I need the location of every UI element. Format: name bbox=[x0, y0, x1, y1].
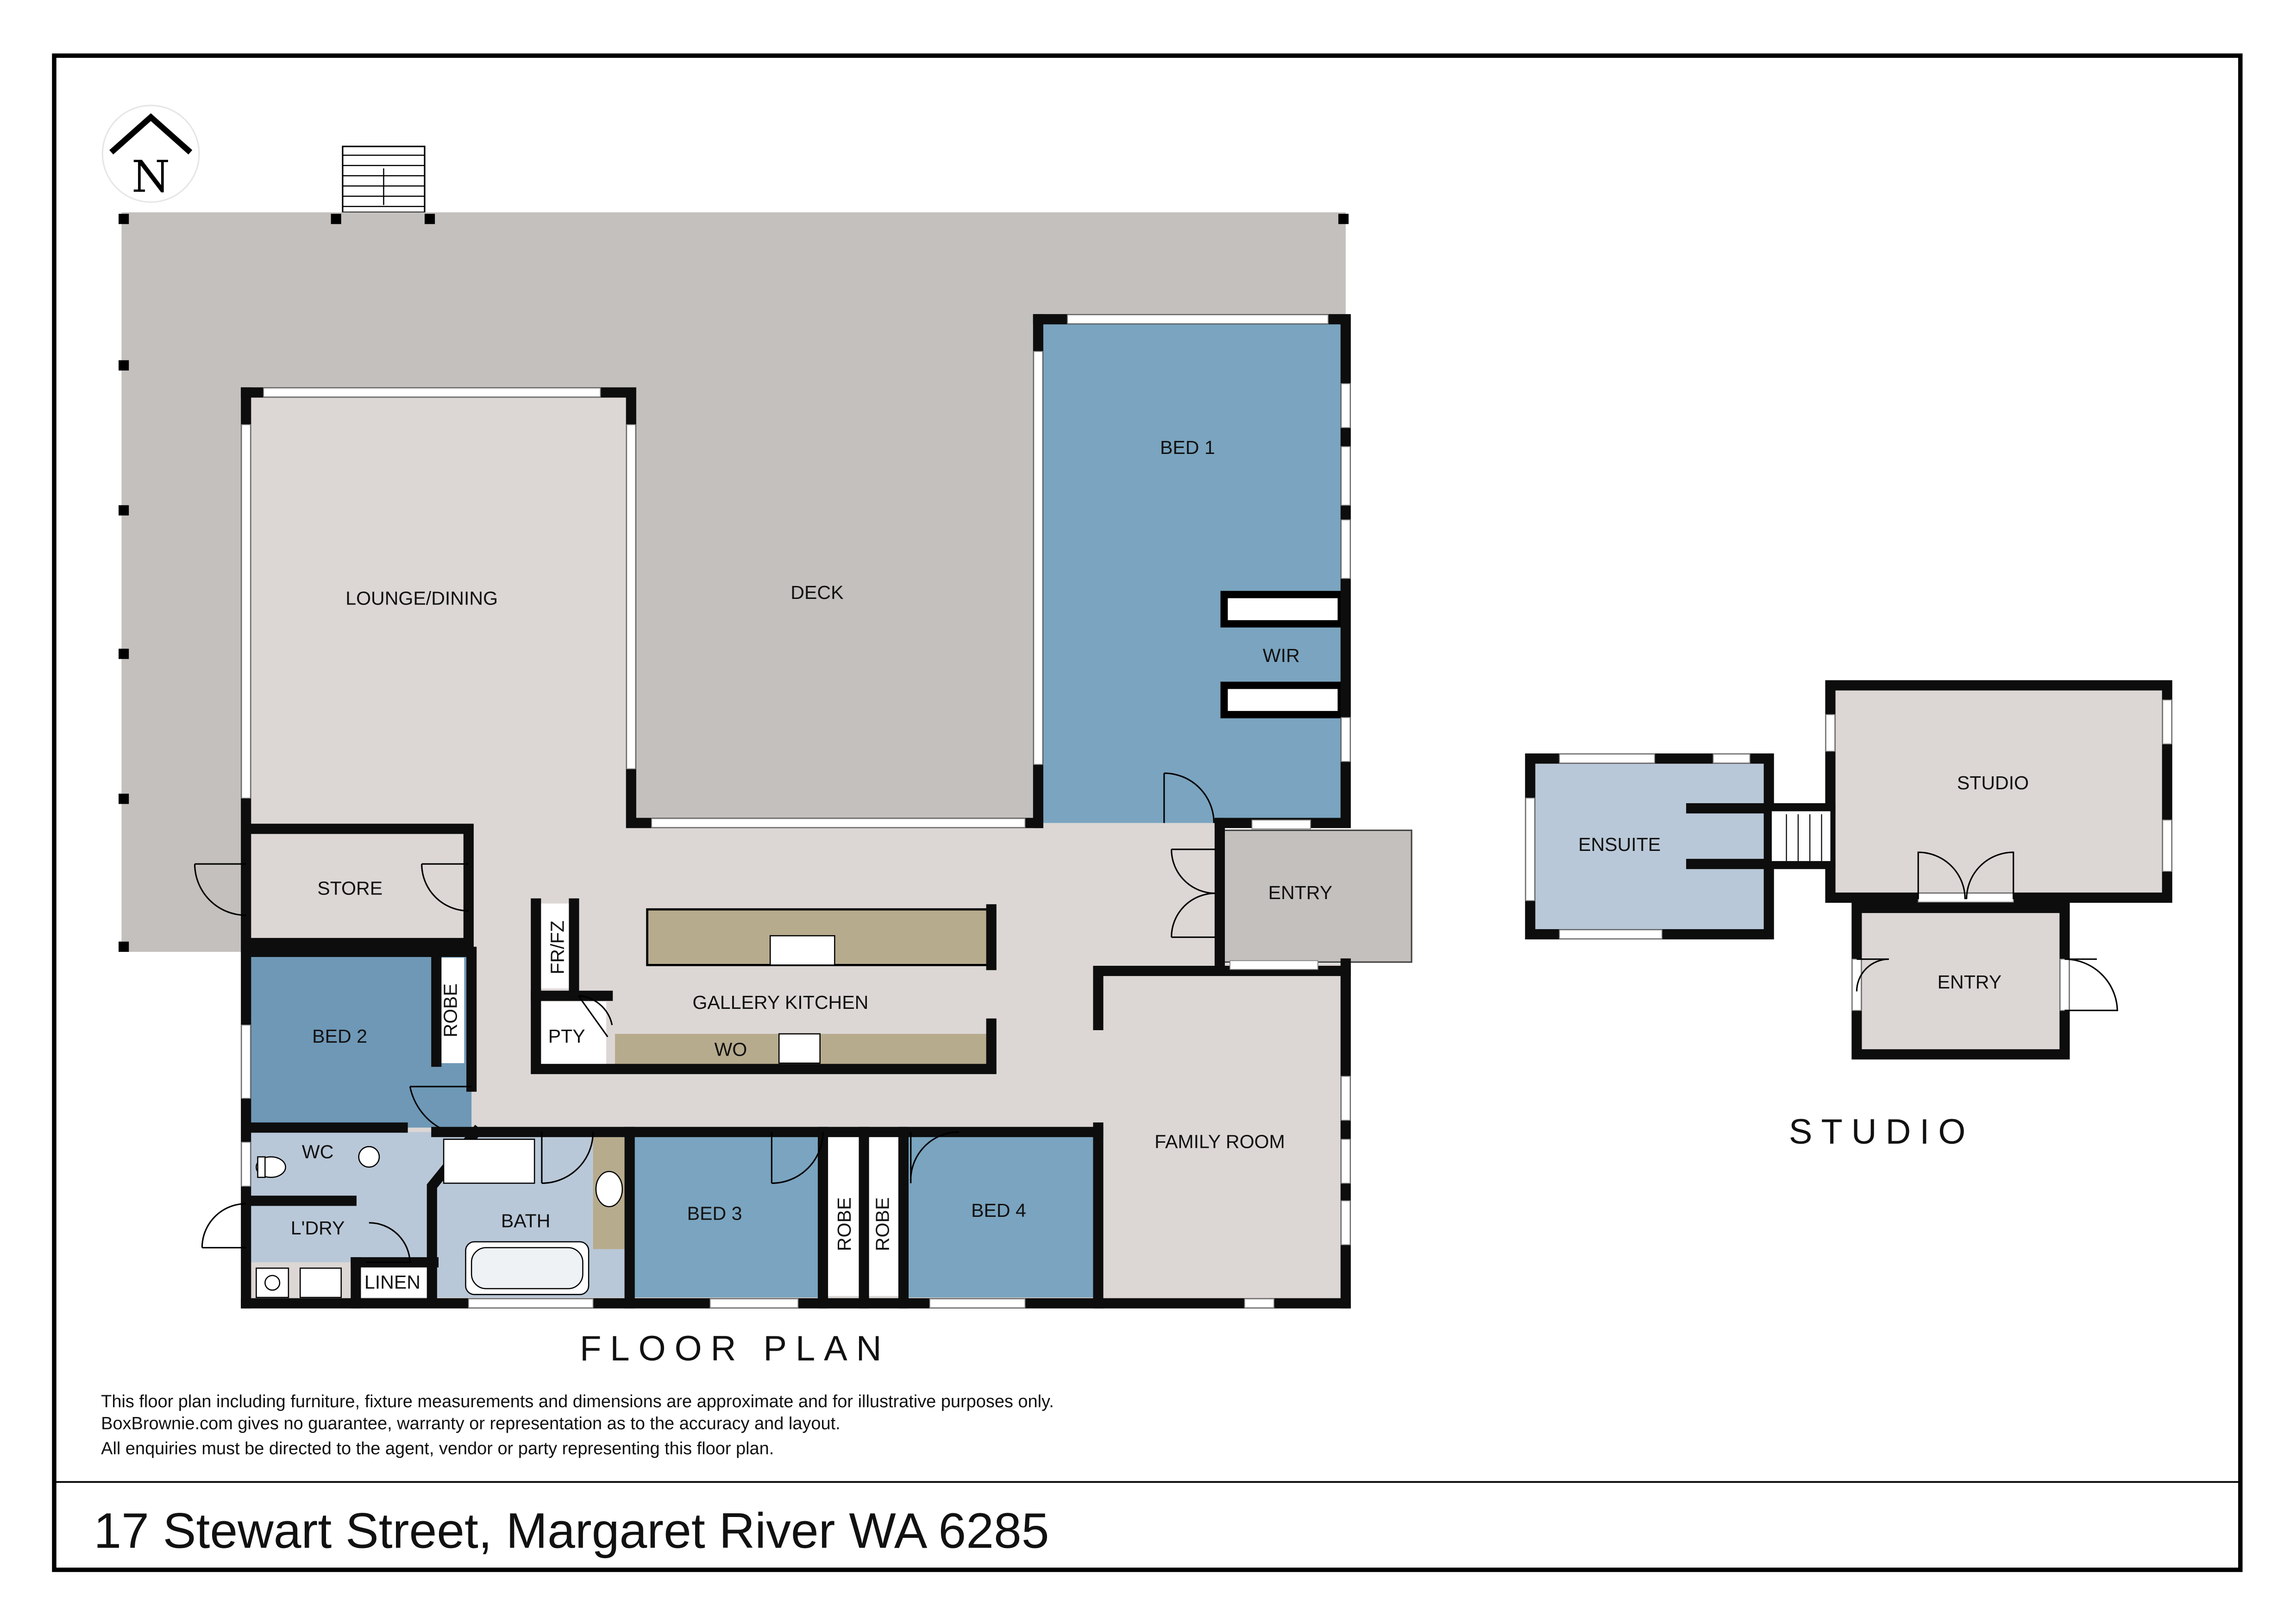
disclaimer-line-3: All enquiries must be directed to the ag… bbox=[101, 1439, 774, 1458]
north-letter: N bbox=[132, 151, 170, 202]
label-pty: PTY bbox=[548, 1026, 585, 1047]
label-store: STORE bbox=[317, 878, 383, 899]
label-robe-bed3: ROBE bbox=[834, 1197, 855, 1251]
label-robe-bed4: ROBE bbox=[872, 1197, 893, 1251]
bathroom-fixtures bbox=[256, 1139, 623, 1298]
label-family-room: FAMILY ROOM bbox=[1154, 1131, 1285, 1152]
label-deck: DECK bbox=[790, 582, 843, 603]
label-bed4: BED 4 bbox=[971, 1200, 1026, 1221]
label-entry-main: ENTRY bbox=[1268, 882, 1333, 903]
label-bed3: BED 3 bbox=[687, 1202, 742, 1224]
windows bbox=[241, 314, 1351, 1309]
deck-area bbox=[121, 212, 1346, 952]
label-frfz: FR/FZ bbox=[546, 920, 568, 974]
door-swings bbox=[194, 772, 1216, 1263]
bed4-room bbox=[903, 1132, 1098, 1298]
bed1-room bbox=[1038, 319, 1346, 823]
living-floor bbox=[246, 392, 1346, 1303]
bed3-room bbox=[632, 1132, 823, 1298]
label-wir: WIR bbox=[1263, 645, 1300, 666]
label-ensuite: ENSUITE bbox=[1578, 834, 1661, 855]
label-entry-studio: ENTRY bbox=[1938, 971, 2002, 993]
label-bath: BATH bbox=[501, 1210, 551, 1231]
disclaimer-line-1: This floor plan including furniture, fix… bbox=[101, 1392, 1054, 1411]
page-frame bbox=[52, 53, 2243, 1572]
label-studio-room: STUDIO bbox=[1957, 772, 2029, 793]
property-address: 17 Stewart Street, Margaret River WA 628… bbox=[94, 1503, 1049, 1559]
disclaimer-line-2: BoxBrownie.com gives no guarantee, warra… bbox=[101, 1414, 841, 1434]
label-bed1: BED 1 bbox=[1160, 437, 1215, 458]
caption-floor-plan: FLOOR PLAN bbox=[580, 1329, 890, 1368]
store-room bbox=[249, 829, 469, 943]
label-robe-bed2: ROBE bbox=[440, 983, 461, 1037]
label-bed2: BED 2 bbox=[312, 1026, 367, 1047]
label-laundry: L'DRY bbox=[291, 1217, 345, 1239]
deck-posts bbox=[119, 214, 1349, 952]
label-wo: WO bbox=[714, 1039, 747, 1060]
north-arrow-icon: N bbox=[101, 105, 200, 203]
label-wc: WC bbox=[302, 1141, 333, 1163]
label-lounge-dining: LOUNGE/DINING bbox=[345, 588, 498, 609]
studio-building bbox=[1525, 680, 2172, 1060]
label-gallery-kitchen: GALLERY KITCHEN bbox=[692, 992, 868, 1013]
label-linen: LINEN bbox=[364, 1272, 420, 1293]
deck-stairs bbox=[342, 145, 426, 213]
caption-studio: STUDIO bbox=[1789, 1112, 1975, 1152]
main-entry-room bbox=[1219, 829, 1412, 963]
